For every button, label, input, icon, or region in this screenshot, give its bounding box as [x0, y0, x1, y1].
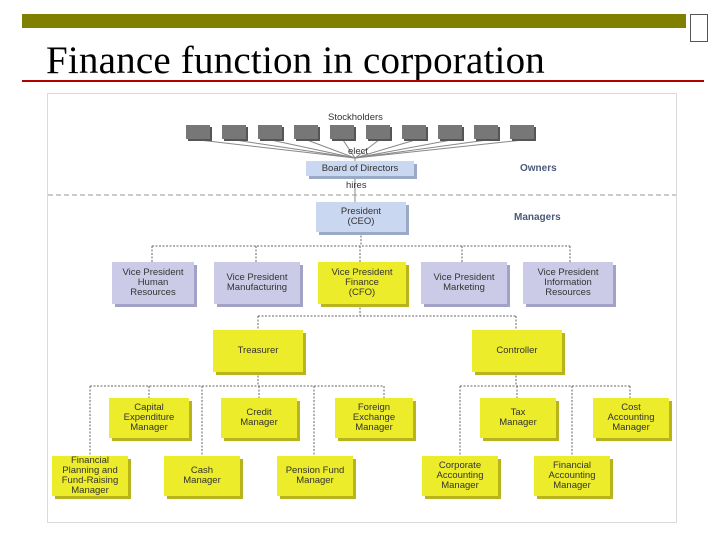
stockholder-shape	[510, 125, 534, 139]
connector-lines	[48, 139, 676, 456]
stockholder-shape	[474, 125, 498, 139]
title-underline	[22, 80, 704, 82]
stockholder-shape	[258, 125, 282, 139]
hires-label: hires	[346, 180, 367, 191]
vp-human-resources-box: Vice President Human Resources	[112, 262, 194, 304]
president-box: President (CEO)	[316, 202, 406, 232]
stockholders-label: Stockholders	[328, 112, 383, 123]
managers-label: Managers	[514, 212, 561, 223]
stockholder-shape	[366, 125, 390, 139]
vp-information-resources-box: Vice President Information Resources	[523, 262, 613, 304]
owners-label: Owners	[520, 163, 557, 174]
financial-accounting-manager-box: Financial Accounting Manager	[534, 456, 610, 496]
stockholder-shape	[222, 125, 246, 139]
pension-fund-manager-box: Pension Fund Manager	[277, 456, 353, 496]
stockholder-shape	[330, 125, 354, 139]
tax-manager-box: Tax Manager	[480, 398, 556, 438]
vp-manufacturing-box: Vice President Manufacturing	[214, 262, 300, 304]
stockholder-shape	[402, 125, 426, 139]
board-of-directors-box: Board of Directors	[306, 161, 414, 176]
financial-planning-manager-box: Financial Planning and Fund-Raising Mana…	[52, 456, 128, 496]
title-bar-decoration	[22, 14, 686, 28]
stockholder-shape	[294, 125, 318, 139]
vp-finance-box: Vice President Finance (CFO)	[318, 262, 406, 304]
org-chart: Stockholders elect Board of Directors hi…	[47, 93, 677, 523]
elect-label: elect	[348, 146, 369, 157]
controller-box: Controller	[472, 330, 562, 372]
cash-manager-box: Cash Manager	[164, 456, 240, 496]
slide-title: Finance function in corporation	[46, 39, 545, 82]
cost-accounting-manager-box: Cost Accounting Manager	[593, 398, 669, 438]
capital-expenditure-manager-box: Capital Expenditure Manager	[109, 398, 189, 438]
vp-marketing-box: Vice President Marketing	[421, 262, 507, 304]
corner-box-decoration	[690, 14, 708, 42]
credit-manager-box: Credit Manager	[221, 398, 297, 438]
stockholder-shape	[438, 125, 462, 139]
corporate-accounting-manager-box: Corporate Accounting Manager	[422, 456, 498, 496]
stockholder-shape	[186, 125, 210, 139]
treasurer-box: Treasurer	[213, 330, 303, 372]
foreign-exchange-manager-box: Foreign Exchange Manager	[335, 398, 413, 438]
